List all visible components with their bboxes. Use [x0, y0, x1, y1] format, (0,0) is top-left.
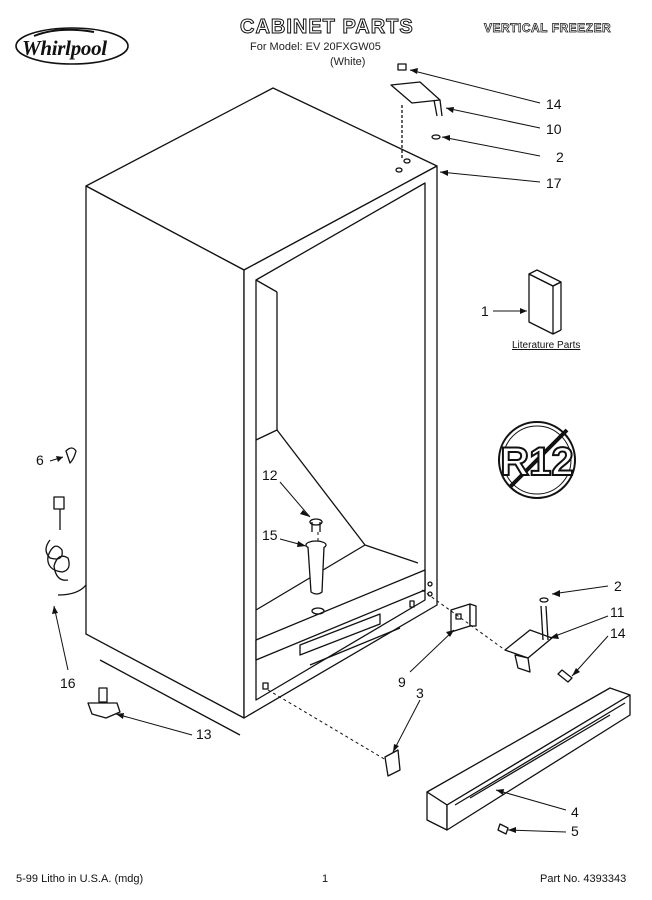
callout-11: 11 — [610, 604, 625, 620]
callout-15: 15 — [262, 527, 278, 543]
leveling-leg — [87, 687, 121, 719]
assembly-guides — [267, 532, 506, 761]
cord-clip — [65, 447, 77, 464]
leader-arrowheads — [52, 68, 580, 833]
callout-14-top: 14 — [546, 96, 562, 112]
category-label: VERTICAL FREEZER — [484, 21, 612, 36]
drain-tube — [305, 540, 327, 595]
callout-5: 5 — [571, 823, 579, 839]
grille-screw — [497, 823, 509, 835]
bottom-hinge — [504, 605, 553, 673]
page-title: CABINET PARTS — [240, 16, 414, 39]
literature-parts-label: Literature Parts — [512, 340, 581, 351]
footer-part-number: Part No. 4393343 — [540, 873, 627, 885]
callout-6: 6 — [36, 452, 44, 468]
footer-print-info: 5-99 Litho in U.S.A. (mdg) — [16, 873, 144, 885]
color-line: (White) — [330, 56, 366, 68]
drain-plug — [309, 518, 323, 532]
badge-text: R12 — [500, 440, 573, 484]
callout-13: 13 — [196, 726, 212, 742]
footer-page-number: 1 — [322, 873, 329, 885]
whirlpool-logo: Whirlpool — [14, 24, 136, 70]
cabinet-body — [85, 87, 438, 736]
logo-swirl-icon — [15, 27, 129, 65]
bottom-washer — [539, 597, 549, 603]
callout-12: 12 — [262, 467, 278, 483]
power-cord — [45, 496, 87, 596]
literature-booklet — [528, 269, 562, 335]
hinge-shim — [450, 603, 477, 633]
top-hinge-assembly — [390, 63, 443, 160]
bottom-hinge-screw — [557, 669, 573, 683]
callout-2-top: 2 — [556, 149, 564, 165]
callout-9: 9 — [398, 674, 406, 690]
model-line: For Model: EV 20FXGW05 — [250, 41, 381, 53]
leader-lines — [49, 69, 609, 833]
callout-3: 3 — [416, 685, 424, 701]
callout-16: 16 — [60, 675, 76, 691]
brand-name: Whirlpool — [22, 36, 107, 60]
callout-14-bottom: 14 — [610, 625, 626, 641]
grille-clip — [384, 749, 401, 777]
callout-4: 4 — [571, 804, 579, 820]
toe-grille — [426, 687, 631, 831]
callout-2-bottom: 2 — [614, 578, 622, 594]
callout-10: 10 — [546, 121, 562, 137]
no-r12-badge — [498, 421, 576, 499]
callout-1: 1 — [481, 303, 489, 319]
callout-17: 17 — [546, 175, 562, 191]
